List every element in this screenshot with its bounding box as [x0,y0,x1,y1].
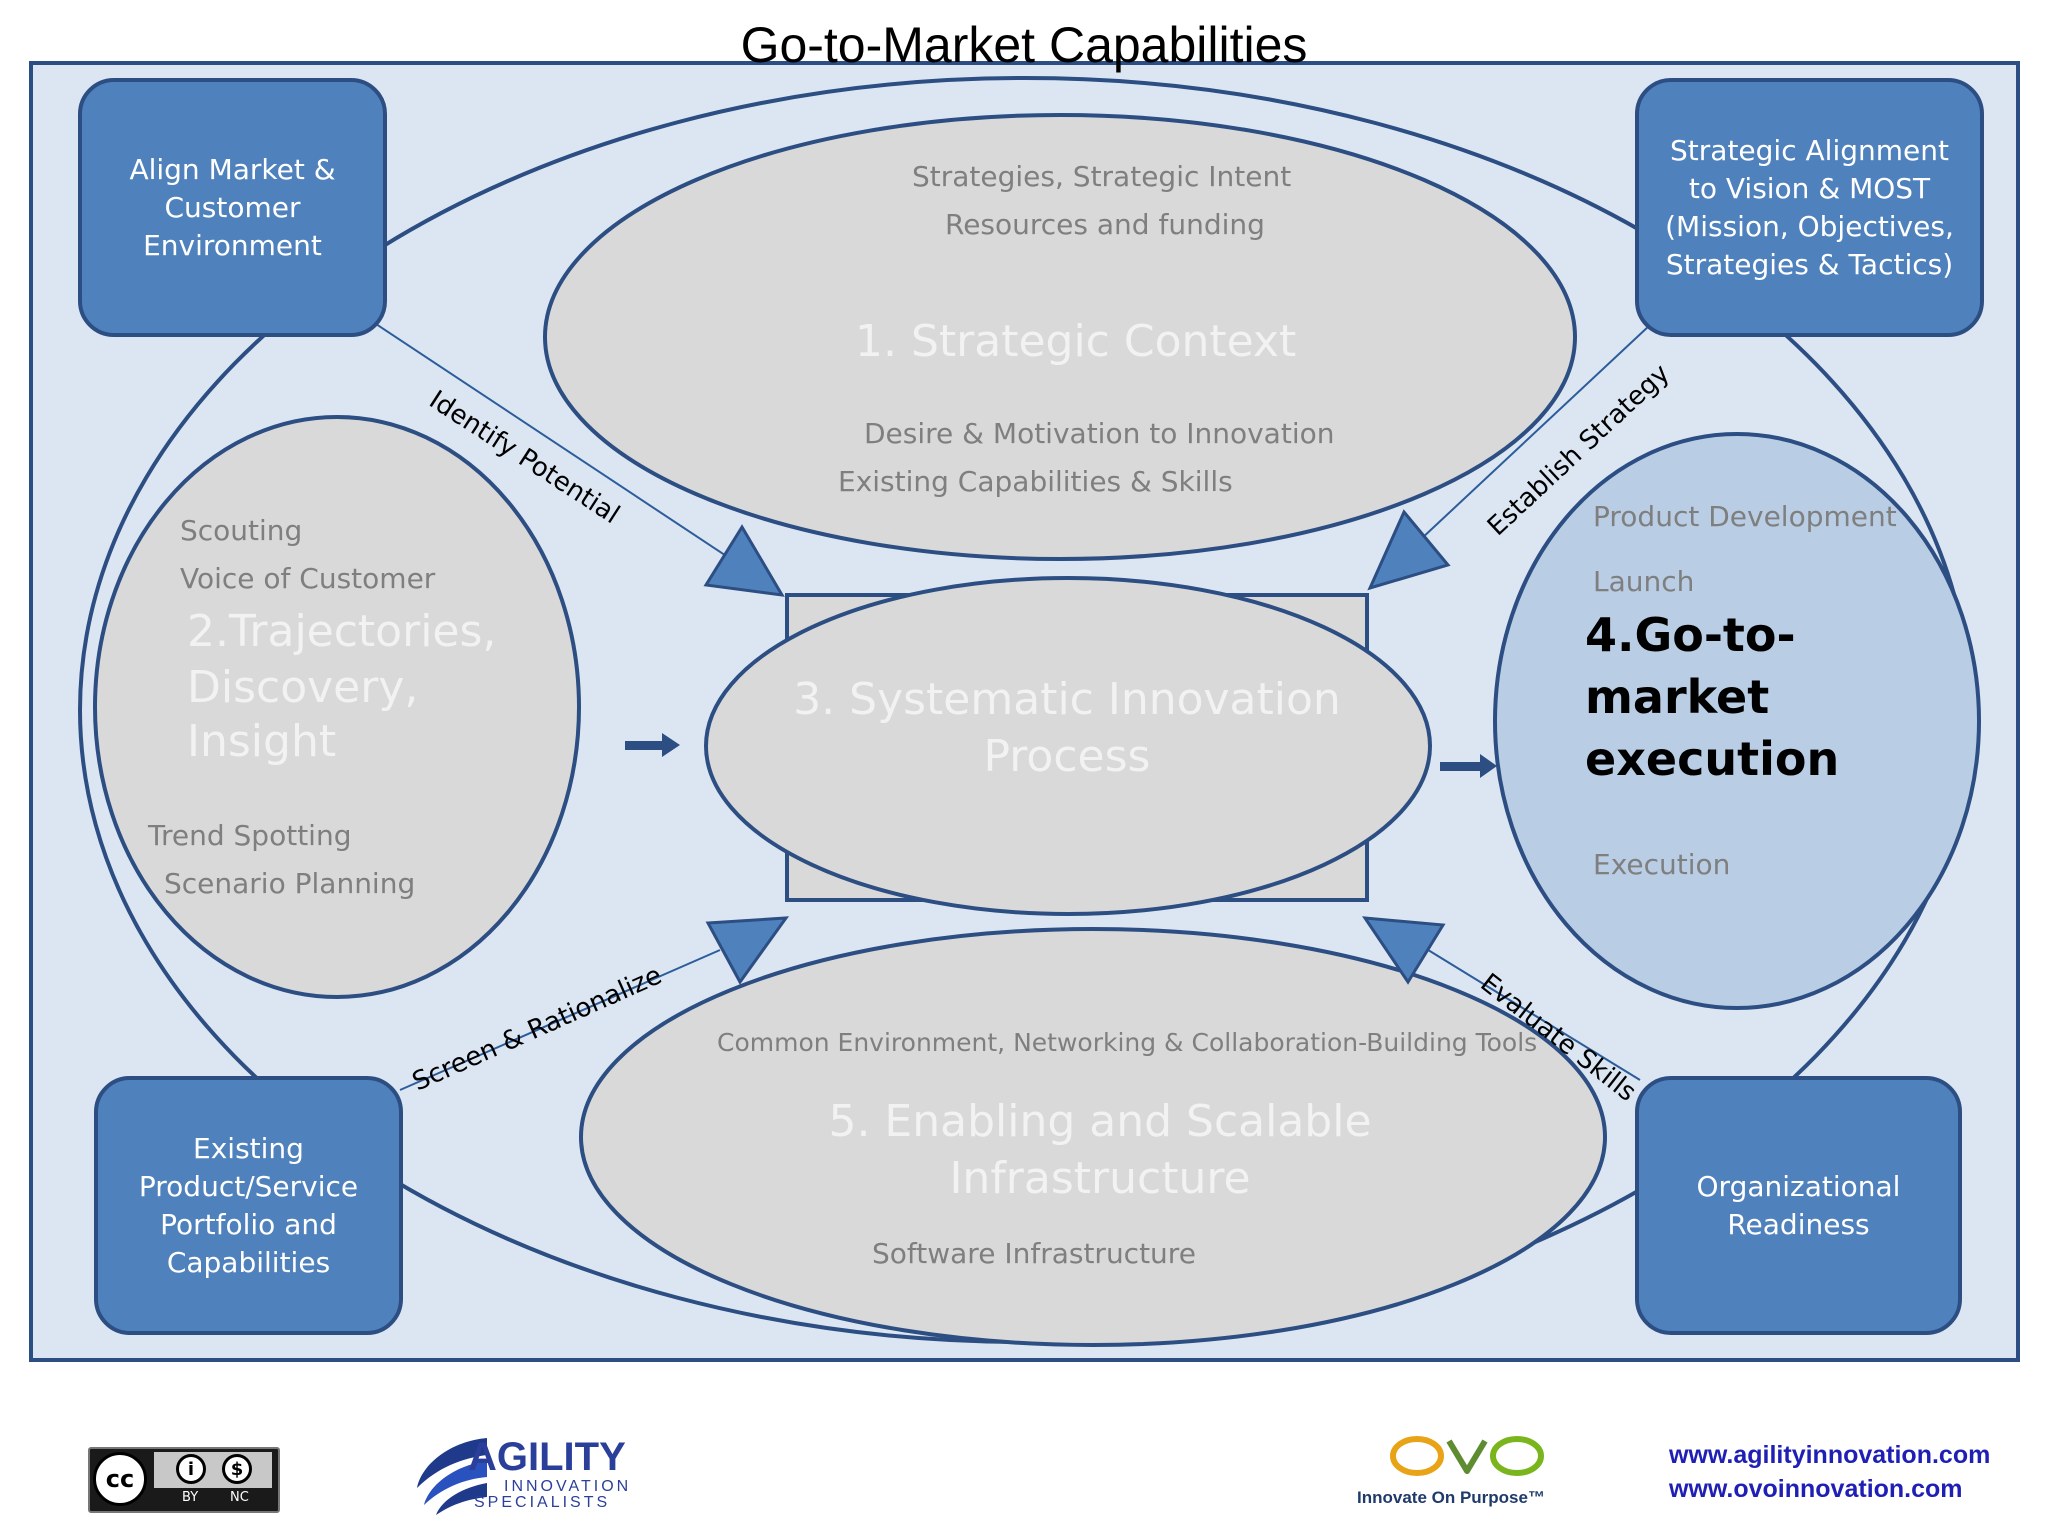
systematic-title: 3. Systematic Innovation [793,674,1341,725]
agility-url-link[interactable]: www.agilityinnovation.com [1669,1441,1991,1469]
ovo-logo: Innovate On Purpose™ [1355,1433,1595,1513]
strategic-context-ellipse [543,113,1577,561]
triangle-top-left [703,524,785,597]
diagram-title: Go-to-Market Capabilities [740,17,1308,73]
evaluate-skills-line [1419,944,1641,1081]
strategic-context-title: 1. Strategic Context [855,316,1297,367]
strategic-item: Existing Capabilities & Skills [838,465,1233,498]
strategic-item: Strategies, Strategic Intent [912,160,1292,193]
go-to-market-item: Product Development [1593,500,1897,533]
go-to-market-ellipse [1493,432,1981,1010]
strategic-item: Resources and funding [945,208,1265,241]
agility-wordmark: AGILITY [468,1435,626,1479]
box-bottom-left [94,1076,403,1335]
box-bottom-right [1635,1076,1962,1335]
trajectories-item: Scouting [180,514,303,547]
systematic-ellipse [704,576,1432,916]
enabling-ellipse [579,927,1607,1347]
arrow-to-go-to-market [1440,754,1497,778]
go-to-market-title: 4.Go-to- market execution [1585,608,1840,786]
ovo-mark-icon [1390,1436,1544,1476]
screen-rationalize-line [399,949,721,1091]
attribution-icon: i [176,1454,206,1484]
ovo-url-link[interactable]: www.ovoinnovation.com [1669,1475,1963,1503]
cc-by-text: BY [182,1490,199,1505]
triangle-bottom-right [1362,916,1446,985]
trajectories-title: Insight [187,716,337,767]
agility-sub2: SPECIALISTS [474,1494,611,1511]
triangle-top-right [1367,509,1451,591]
triangle-bottom-left [705,916,790,985]
go-to-market-item: Execution [1593,848,1731,881]
box-top-left [78,78,387,337]
trajectories-title: Discovery, [187,662,419,713]
cc-icon: cc [93,1452,147,1506]
ovo-tagline: Innovate On Purpose™ [1357,1488,1545,1507]
trajectories-item: Scenario Planning [164,867,416,900]
box-top-left-text: Align Market & Customer Environment [129,152,336,262]
trajectories-ellipse [93,415,581,999]
enabling-title: 5. Enabling and Scalable [828,1096,1372,1147]
trajectories-item: Trend Spotting [148,819,352,852]
cc-nc-text: NC [230,1490,249,1505]
systematic-title: Process [983,731,1151,782]
strategic-item: Desire & Motivation to Innovation [864,417,1335,450]
enabling-item: Software Infrastructure [872,1237,1196,1270]
go-to-market-item: Launch [1593,565,1695,598]
trajectories-item: Voice of Customer [180,562,436,595]
box-top-right [1635,78,1984,337]
identify-potential-line [369,319,771,586]
agility-sub1: INNOVATION [504,1478,632,1495]
arrow-to-systematic [625,733,680,757]
box-bottom-right-text: Organizational Readiness [1696,1169,1901,1241]
box-bottom-left-text: Existing Product/Service Portfolio and C… [138,1131,359,1279]
agility-swoosh-icon [417,1438,487,1515]
box-top-right-text: Strategic Alignment to Vision & MOST (Mi… [1665,133,1954,281]
trajectories-title: 2.Trajectories, [187,606,497,657]
noncommercial-icon: $ [222,1454,252,1484]
establish-strategy-line [1419,324,1651,541]
enabling-item: Common Environment, Networking & Collabo… [717,1028,1538,1057]
cc-license-badge: cc i $ BY NC [88,1447,280,1513]
enabling-title: Infrastructure [949,1153,1251,1204]
agility-logo: AGILITY INNOVATION SPECIALISTS [412,1433,642,1518]
cc-symbols-strip: i $ [154,1452,272,1488]
